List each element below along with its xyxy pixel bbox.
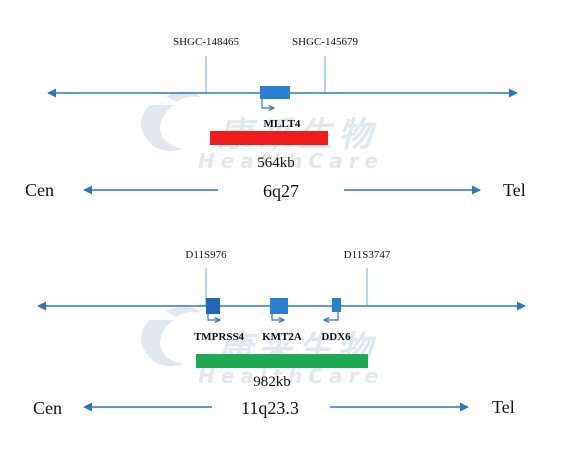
end-label-tel: Tel	[503, 180, 526, 200]
panel-6q27: SHGC-148465 SHGC-145679 MLLT4 564kb Cen …	[25, 36, 526, 201]
region-size-label: 564kb	[257, 155, 295, 171]
watermark-logo-icon	[141, 91, 202, 151]
region-size-label: 982kb	[253, 374, 291, 390]
panel-11q23-3: D11S976 D11S3747 TMPRSS4 KMT2A DDX6 982k…	[33, 249, 526, 418]
marker-label-left: D11S976	[185, 249, 227, 261]
region-bar	[196, 354, 368, 368]
transcription-arrow-icon	[271, 314, 284, 320]
region-bar	[210, 131, 328, 145]
band-label: 6q27	[263, 181, 299, 201]
watermark-brand-en: HealthCare	[198, 149, 384, 173]
marker-label-right: SHGC-145679	[292, 36, 359, 48]
transcription-arrow-icon	[324, 312, 339, 320]
end-label-tel: Tel	[492, 397, 515, 417]
marker-label-right: D11S3747	[344, 249, 391, 261]
transcription-arrow-icon	[207, 314, 220, 320]
transcription-arrow-icon	[261, 99, 274, 108]
gene-label-mllt4: MLLT4	[264, 118, 301, 130]
gene-block-tmprss4	[206, 298, 220, 314]
gene-label-tmprss4: TMPRSS4	[194, 331, 245, 343]
gene-block-kmt2a	[270, 298, 288, 314]
gene-block-mllt4	[260, 86, 290, 99]
marker-label-left: SHGC-148465	[173, 36, 240, 48]
gene-block-ddx6	[332, 298, 341, 312]
end-label-cen: Cen	[33, 398, 62, 418]
gene-label-ddx6: DDX6	[321, 331, 351, 343]
watermark-logo-icon	[141, 306, 202, 366]
end-label-cen: Cen	[25, 180, 54, 200]
gene-label-kmt2a: KMT2A	[262, 331, 302, 343]
band-label: 11q23.3	[241, 398, 299, 418]
